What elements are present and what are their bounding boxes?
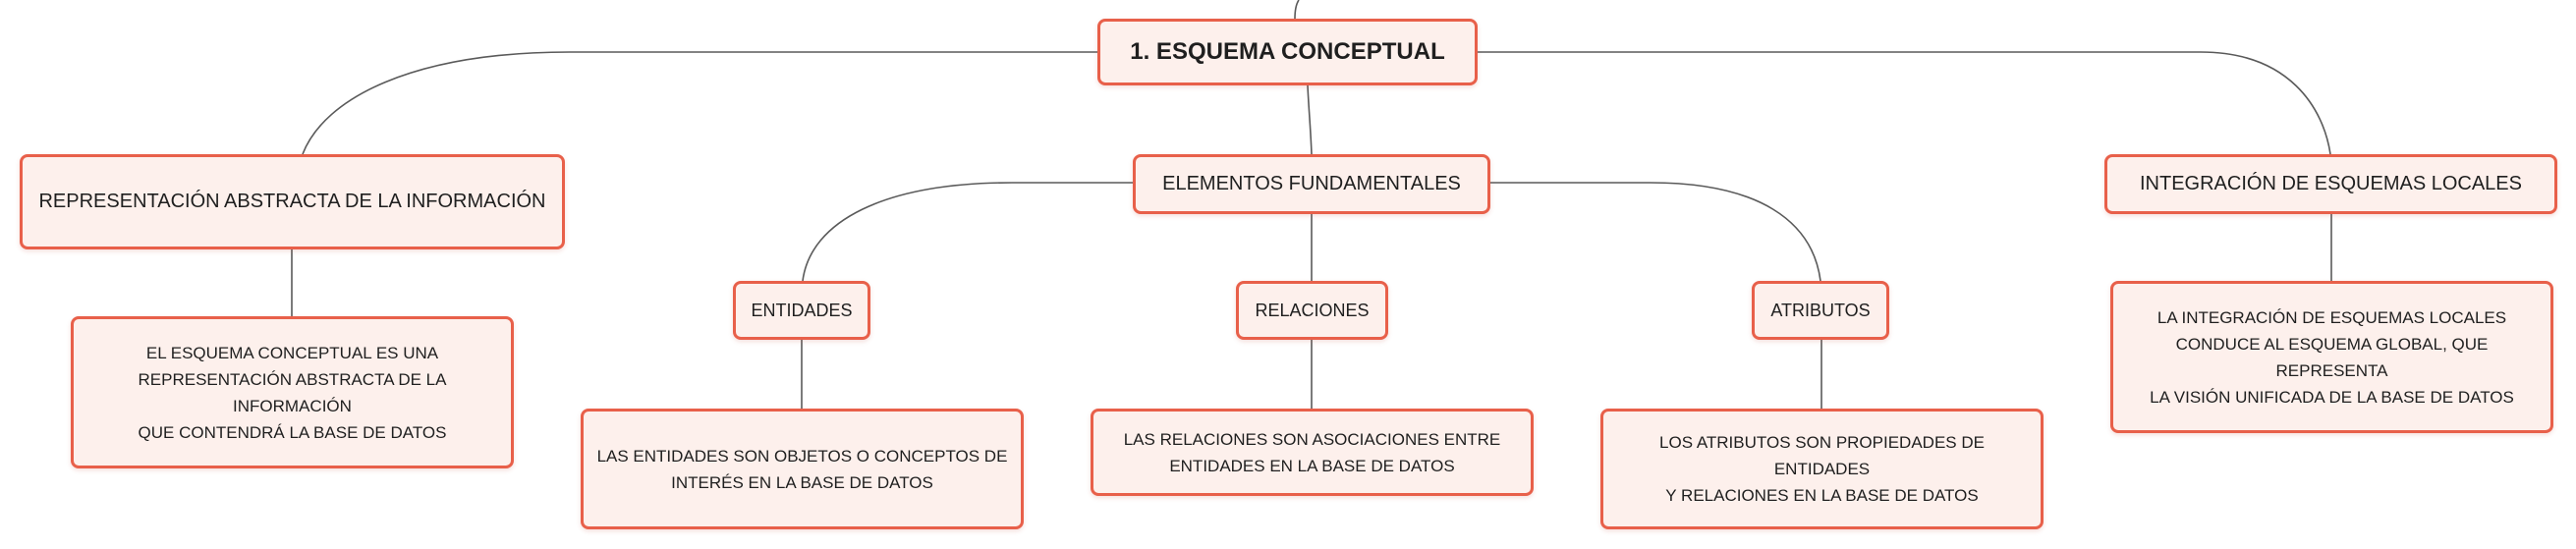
description-line: Y RELACIONES EN LA BASE DE DATOS [1665, 486, 1979, 505]
description-text: LAS ENTIDADES SON OBJETOS O CONCEPTOS DE… [597, 443, 1008, 496]
child-node-entidades[interactable]: ENTIDADES [733, 281, 870, 340]
connector-root-representacion [302, 51, 1097, 155]
child-node-atributos[interactable]: ATRIBUTOS [1752, 281, 1889, 340]
description-line: LA INTEGRACIÓN DE ESQUEMAS LOCALES [2156, 307, 2507, 327]
description-line: INTERÉS EN LA BASE DE DATOS [671, 472, 933, 492]
branch-node-integracion-esquemas[interactable]: INTEGRACIÓN DE ESQUEMAS LOCALES [2104, 154, 2557, 214]
branch-node-label: INTEGRACIÓN DE ESQUEMAS LOCALES [2140, 173, 2522, 194]
child-node-label: ATRIBUTOS [1770, 300, 1871, 320]
description-line: CONDUCE AL ESQUEMA GLOBAL, QUE REPRESENT… [2175, 334, 2489, 380]
description-node-integracion[interactable]: LA INTEGRACIÓN DE ESQUEMAS LOCALES CONDU… [2110, 281, 2553, 433]
child-node-relaciones[interactable]: RELACIONES [1236, 281, 1388, 340]
description-node-relaciones[interactable]: LAS RELACIONES SON ASOCIACIONES ENTRE EN… [1091, 409, 1534, 496]
root-node-label: 1. ESQUEMA CONCEPTUAL [1130, 38, 1445, 65]
description-node-atributos[interactable]: LOS ATRIBUTOS SON PROPIEDADES DE ENTIDAD… [1600, 409, 2044, 529]
child-node-label: ENTIDADES [751, 300, 853, 320]
description-line: LAS RELACIONES SON ASOCIACIONES ENTRE [1123, 429, 1501, 449]
description-line: ENTIDADES EN LA BASE DE DATOS [1169, 456, 1455, 475]
description-node-entidades[interactable]: LAS ENTIDADES SON OBJETOS O CONCEPTOS DE… [581, 409, 1024, 529]
connector-root-elementos [1307, 84, 1313, 155]
description-text: LA INTEGRACIÓN DE ESQUEMAS LOCALES CONDU… [2121, 304, 2543, 411]
root-node-esquema-conceptual[interactable]: 1. ESQUEMA CONCEPTUAL [1097, 19, 1478, 85]
description-line: REPRESENTACIÓN ABSTRACTA DE LA INFORMACI… [138, 369, 447, 415]
description-text: LAS RELACIONES SON ASOCIACIONES ENTRE EN… [1124, 426, 1501, 479]
connector-root-parent [1294, 0, 1300, 20]
connector-elementos-entidades [802, 182, 1133, 282]
branch-node-label: REPRESENTACIÓN ABSTRACTA DE LA INFORMACI… [38, 191, 546, 212]
description-node-representacion[interactable]: EL ESQUEMA CONCEPTUAL ES UNA REPRESENTAC… [71, 316, 514, 468]
description-text: EL ESQUEMA CONCEPTUAL ES UNA REPRESENTAC… [82, 340, 503, 446]
description-line: LA VISIÓN UNIFICADA DE LA BASE DE DATOS [2150, 387, 2514, 407]
branch-node-representacion-abstracta[interactable]: REPRESENTACIÓN ABSTRACTA DE LA INFORMACI… [20, 154, 565, 249]
branch-node-elementos-fundamentales[interactable]: ELEMENTOS FUNDAMENTALES [1133, 154, 1490, 214]
description-line: LOS ATRIBUTOS SON PROPIEDADES DE ENTIDAD… [1659, 433, 1985, 478]
description-line: QUE CONTENDRÁ LA BASE DE DATOS [138, 422, 447, 442]
description-line: LAS ENTIDADES SON OBJETOS O CONCEPTOS DE [596, 446, 1008, 466]
description-line: EL ESQUEMA CONCEPTUAL ES UNA [145, 343, 439, 362]
connector-root-integracion [1478, 51, 2331, 155]
child-node-label: RELACIONES [1255, 300, 1370, 320]
branch-node-label: ELEMENTOS FUNDAMENTALES [1162, 173, 1461, 194]
connector-elementos-atributos [1490, 182, 1821, 282]
description-text: LOS ATRIBUTOS SON PROPIEDADES DE ENTIDAD… [1611, 429, 2033, 509]
